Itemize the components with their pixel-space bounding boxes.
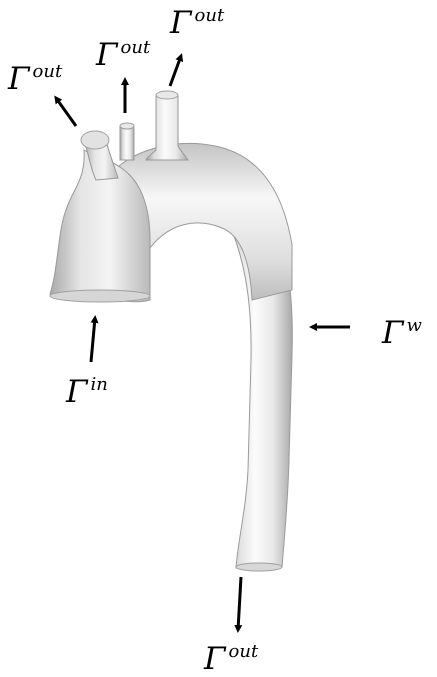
arrow-inlet bbox=[91, 318, 95, 362]
arrow-outlet-top bbox=[170, 56, 181, 86]
middle-branch-outlet bbox=[120, 123, 134, 129]
inlet-opening bbox=[50, 290, 150, 302]
right-branch-outlet bbox=[156, 91, 178, 99]
bottom-outlet-opening bbox=[236, 563, 282, 571]
middle-branch bbox=[120, 126, 134, 160]
arrow-outlet-bottom bbox=[238, 577, 241, 630]
arrow-outlet-left bbox=[56, 98, 76, 126]
left-branch-outlet bbox=[81, 131, 109, 149]
